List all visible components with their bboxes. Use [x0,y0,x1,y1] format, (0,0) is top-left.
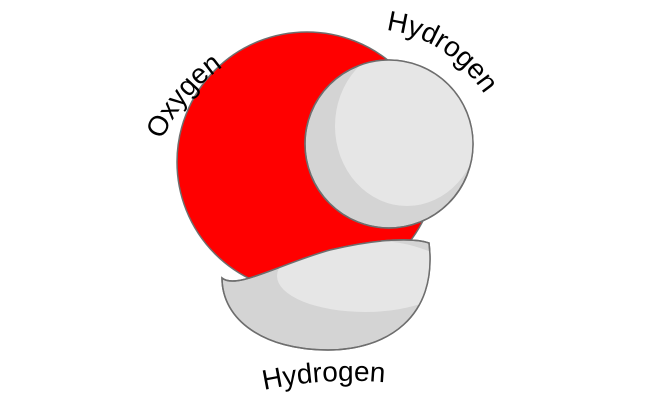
hydrogen-atom-bottom [221,239,431,351]
hydrogen-bottom-label: Hydrogen [259,356,386,396]
hydrogen-atom-top [304,59,474,229]
